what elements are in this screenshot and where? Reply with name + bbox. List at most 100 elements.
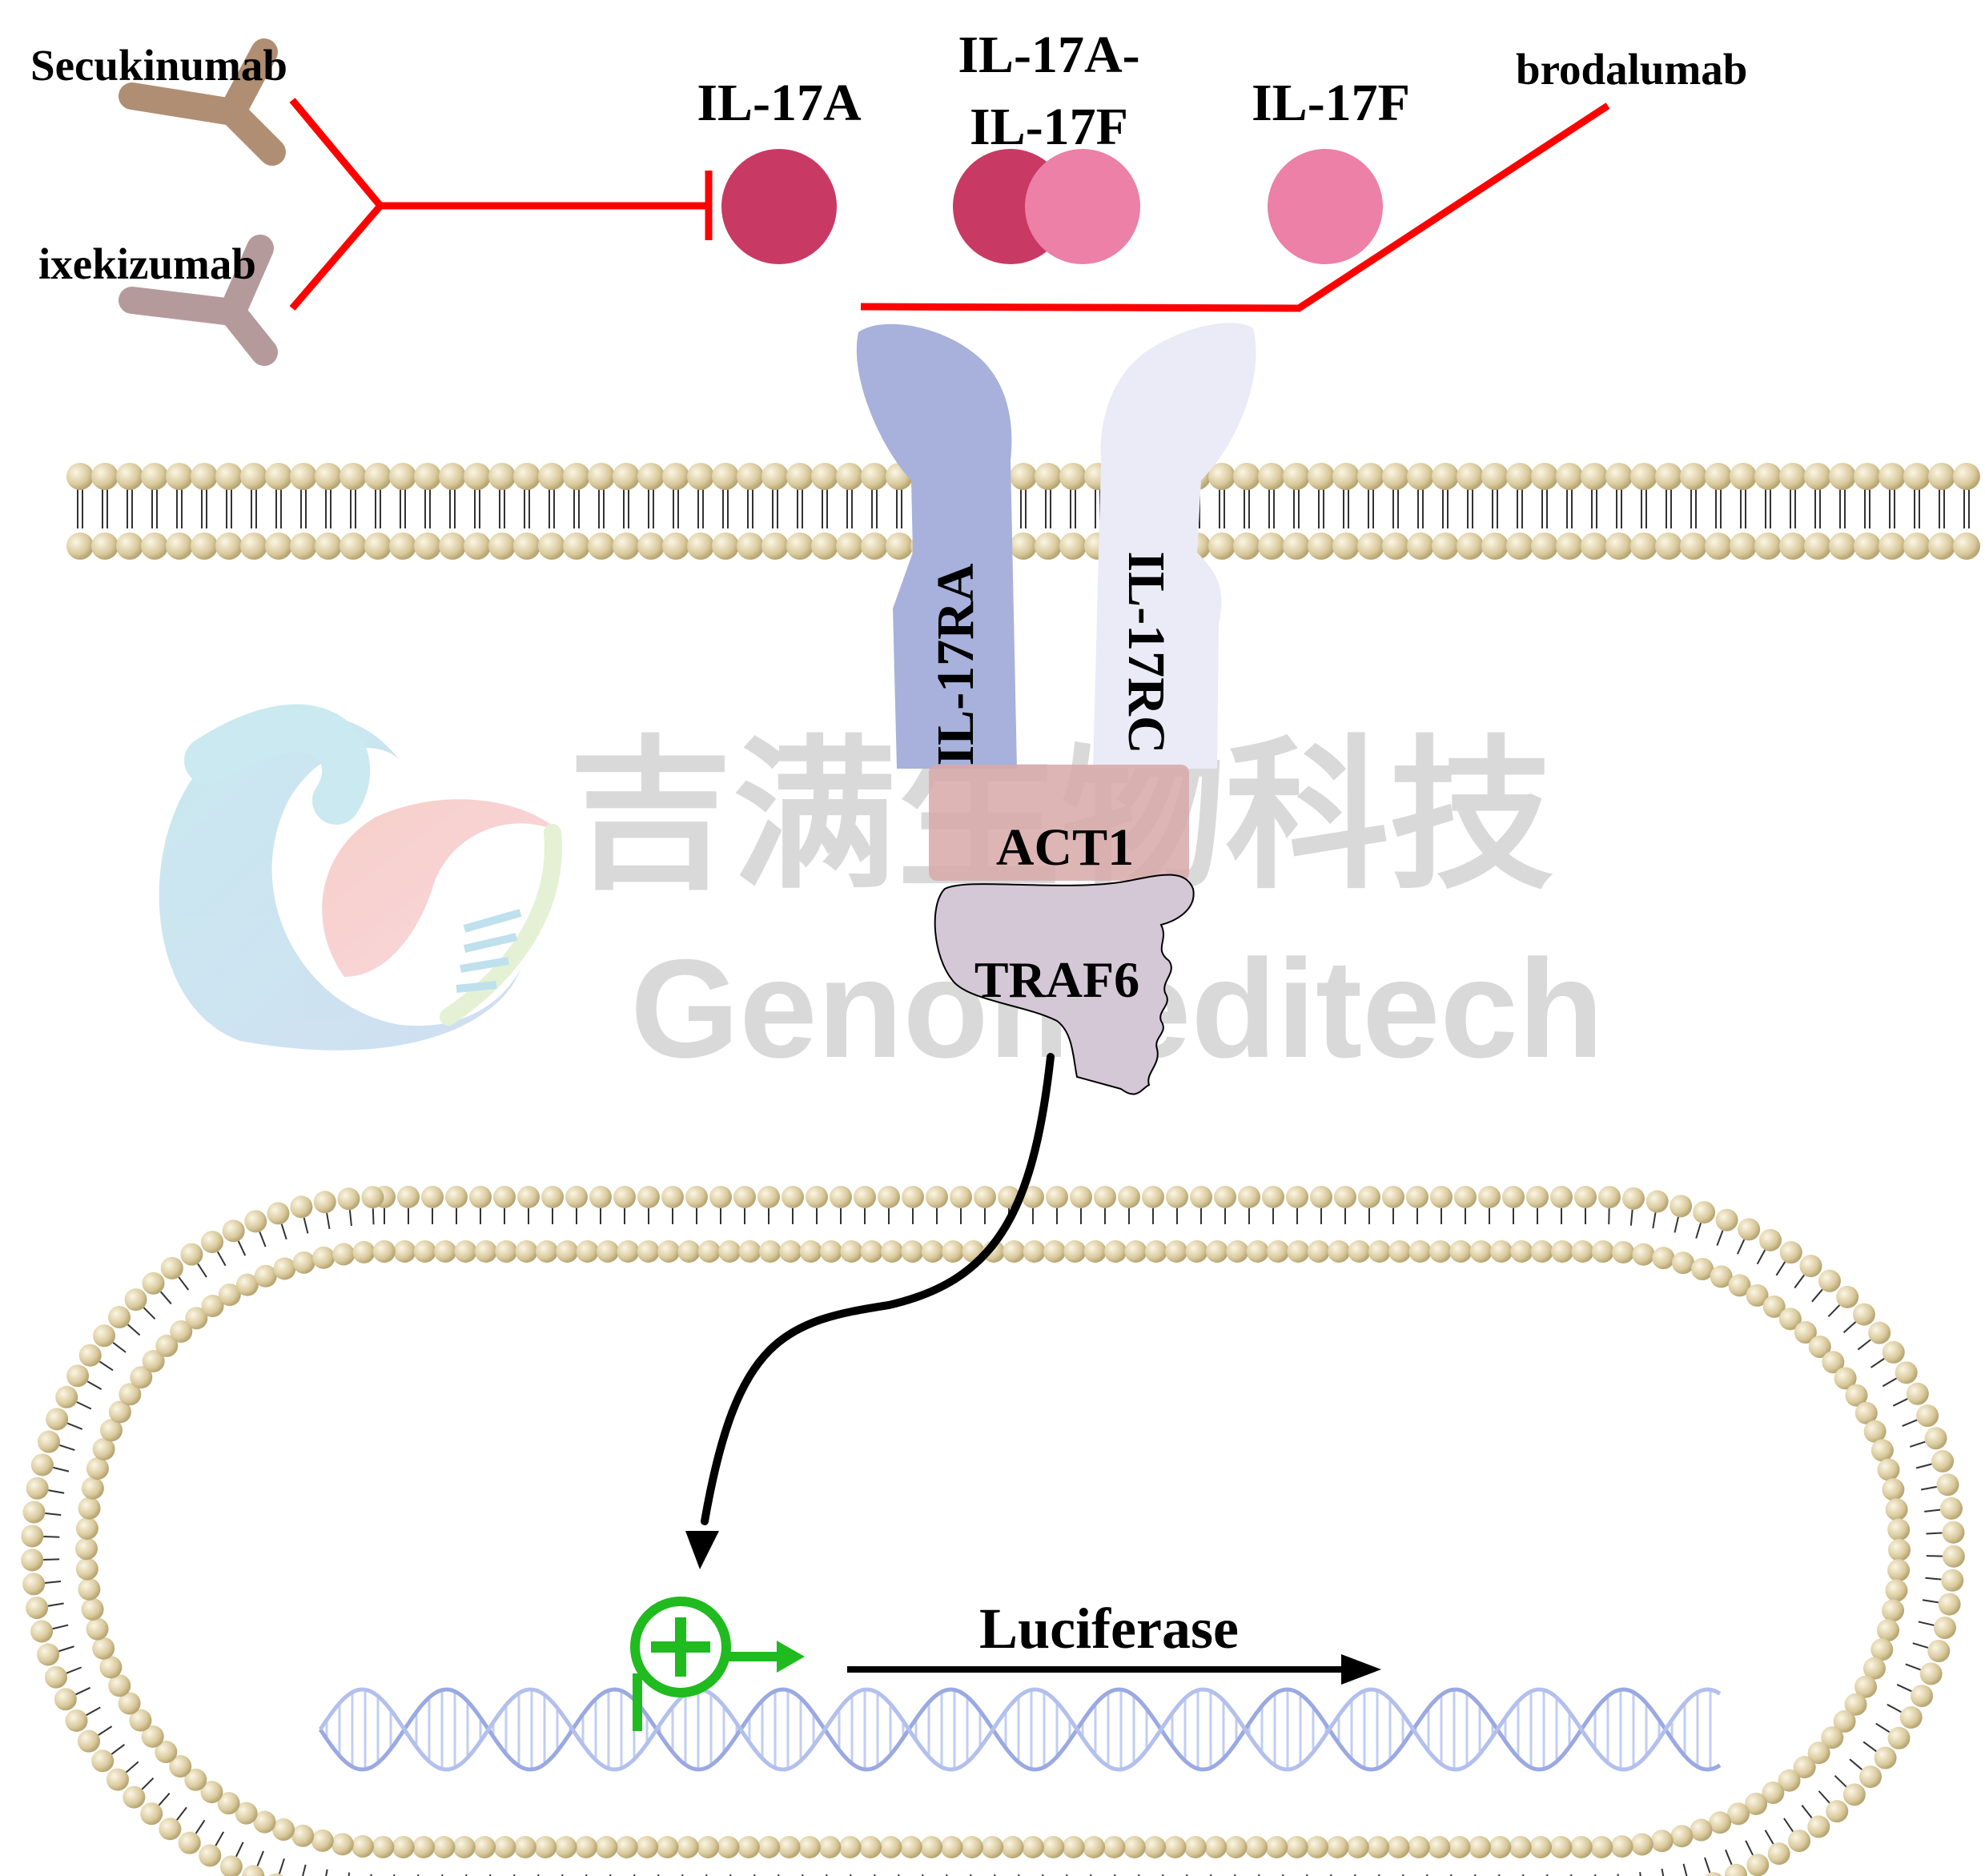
lipid-head bbox=[1911, 1685, 1933, 1707]
lipid-head bbox=[453, 1836, 476, 1858]
lipid-head bbox=[45, 1666, 67, 1689]
lipid-head bbox=[1118, 1186, 1140, 1208]
lipid-head bbox=[1928, 463, 1955, 490]
brodalumab-label: brodalumab bbox=[1516, 45, 1747, 94]
lipid-head bbox=[265, 532, 292, 560]
lipid-head bbox=[1457, 463, 1484, 490]
il17ra-label: IL-17RA bbox=[926, 563, 985, 765]
lipid-head bbox=[108, 1306, 131, 1328]
lipid-head bbox=[1725, 1864, 1747, 1876]
lipid-head bbox=[1334, 1186, 1356, 1208]
lipid-head bbox=[1059, 463, 1087, 490]
lipid-head bbox=[93, 1324, 115, 1347]
lipid-head bbox=[712, 463, 739, 490]
lipid-head bbox=[31, 1453, 54, 1476]
lipid-head bbox=[66, 463, 94, 490]
lipid-head bbox=[116, 532, 143, 560]
lipid-head bbox=[1382, 1186, 1404, 1208]
lipid-head bbox=[637, 463, 665, 490]
lipid-head bbox=[1879, 532, 1906, 560]
il17a-il17f-label-line2: IL-17F bbox=[970, 98, 1128, 156]
lipid-head bbox=[1332, 463, 1360, 490]
lipid-head bbox=[389, 532, 416, 560]
lipid-head bbox=[267, 1202, 289, 1224]
lipid-head bbox=[445, 1186, 468, 1208]
lipid-head bbox=[900, 1836, 922, 1858]
lipid-head bbox=[1225, 1836, 1248, 1858]
lipid-head bbox=[352, 1835, 374, 1858]
lipid-head bbox=[575, 1836, 597, 1858]
lipid-head bbox=[1186, 1240, 1208, 1263]
lipid-head bbox=[597, 1240, 619, 1263]
lipid-head bbox=[1631, 1834, 1653, 1856]
lipid-head bbox=[290, 532, 317, 560]
lipid-head bbox=[86, 1618, 109, 1641]
lipid-head bbox=[1063, 1836, 1085, 1858]
lipid-head bbox=[1166, 1186, 1188, 1208]
lipid-head bbox=[1165, 1240, 1187, 1263]
lipid-head bbox=[709, 1186, 732, 1208]
lipid-head bbox=[1571, 1240, 1593, 1263]
secukinumab-label: Secukinumab bbox=[30, 41, 287, 90]
lipid-head bbox=[1430, 1186, 1453, 1208]
lipid-head bbox=[589, 1186, 612, 1208]
lipid-head bbox=[1059, 532, 1087, 560]
lipid-head bbox=[1900, 1706, 1923, 1729]
lipid-head bbox=[1306, 1836, 1328, 1858]
lipid-head bbox=[1843, 1783, 1866, 1806]
lipid-head bbox=[1605, 463, 1633, 490]
lipid-head bbox=[332, 1833, 354, 1855]
lipid-head bbox=[493, 1836, 516, 1858]
lipid-head bbox=[392, 1836, 415, 1858]
lipid-head bbox=[779, 1240, 802, 1263]
lipid-head bbox=[265, 1874, 287, 1876]
lipid-head bbox=[961, 1836, 983, 1858]
lipid-head bbox=[143, 1272, 165, 1295]
lipid-head bbox=[75, 1537, 98, 1560]
lipid-head bbox=[1478, 1186, 1501, 1208]
lipid-head bbox=[1598, 1186, 1621, 1208]
lipid-head bbox=[1023, 1240, 1046, 1263]
lipid-head bbox=[78, 1497, 101, 1520]
lipid-head bbox=[588, 532, 615, 560]
il17f-label: IL-17F bbox=[1252, 74, 1410, 132]
lipid-head bbox=[836, 532, 863, 560]
lipid-head bbox=[1680, 463, 1707, 490]
lipid-head bbox=[1432, 463, 1459, 490]
lipid-head bbox=[1308, 1240, 1330, 1263]
il17rc-label: IL-17RC bbox=[1117, 551, 1175, 753]
lipid-head bbox=[82, 1477, 104, 1500]
lipid-head bbox=[1123, 1836, 1146, 1858]
lipid-head bbox=[1208, 532, 1236, 560]
secukinumab-ixekizumab-inhibition-line bbox=[292, 100, 709, 308]
lipid-head bbox=[179, 1832, 201, 1854]
lipid-head bbox=[1818, 1270, 1841, 1292]
il17a-il17f-heterodimer-f bbox=[1025, 149, 1140, 264]
lipid-head bbox=[536, 1240, 558, 1263]
lipid-head bbox=[1409, 1240, 1432, 1263]
lipid-head bbox=[840, 1240, 862, 1263]
lipid-head bbox=[332, 1243, 355, 1265]
lipid-head bbox=[565, 1186, 588, 1208]
lipid-head bbox=[697, 1836, 719, 1858]
lipid-head bbox=[389, 463, 416, 490]
lipid-head bbox=[1432, 532, 1459, 560]
lipid-head bbox=[1388, 1240, 1411, 1263]
lipid-head bbox=[1531, 1240, 1553, 1263]
lipid-head bbox=[839, 1836, 862, 1858]
lipid-head bbox=[563, 532, 590, 560]
lipid-head bbox=[311, 1830, 334, 1852]
lipid-head bbox=[1357, 463, 1384, 490]
lipid-head bbox=[1887, 1518, 1910, 1541]
il17a-ligand bbox=[721, 149, 837, 264]
lipid-head bbox=[1022, 1836, 1044, 1858]
lipid-head bbox=[1283, 463, 1310, 490]
lipid-head bbox=[1367, 1836, 1389, 1858]
lipid-head bbox=[1286, 1836, 1308, 1858]
lipid-head bbox=[240, 532, 267, 560]
lipid-head bbox=[22, 1501, 45, 1524]
lipid-head bbox=[1457, 532, 1484, 560]
lipid-head bbox=[782, 1186, 804, 1208]
lipid-head bbox=[78, 1578, 100, 1601]
lipid-head bbox=[290, 1195, 312, 1218]
